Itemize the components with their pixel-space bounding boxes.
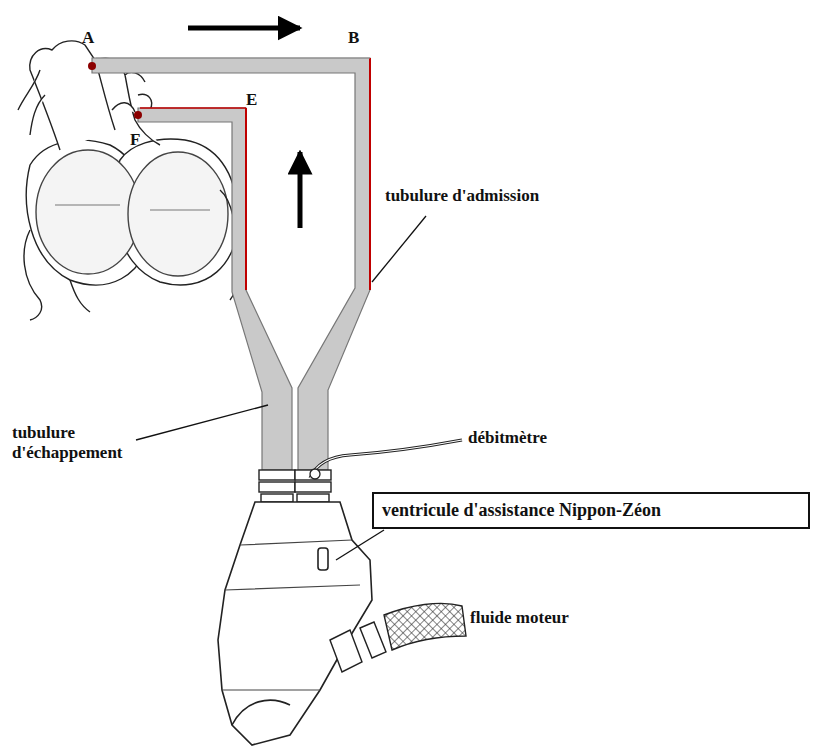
heart-drawing [18, 41, 238, 320]
part-label: débitmètre [468, 428, 547, 448]
callout-box: ventricule d'assistance Nippon-Zéon [372, 492, 810, 529]
part-label: tubulure d'admission [385, 186, 539, 206]
exhaust-tube [134, 108, 292, 470]
admission-tube [88, 58, 370, 470]
tube-connectors [259, 470, 331, 502]
point-letter: B [348, 28, 359, 48]
point-letter: A [82, 28, 94, 48]
assist-ventricle [218, 502, 372, 745]
flowmeter-cable [310, 440, 462, 478]
driving-fluid-hose [330, 603, 466, 672]
point-letter: F [130, 130, 140, 150]
box-text: ventricule d'assistance Nippon-Zéon [382, 500, 661, 521]
point-letter: E [246, 90, 257, 110]
flow-arrow [298, 152, 303, 228]
part-label: fluide moteur [470, 608, 569, 628]
flow-arrow [188, 26, 300, 31]
flowmeter-cable [310, 440, 462, 478]
part-label: tubulure d'échappement [12, 423, 142, 464]
